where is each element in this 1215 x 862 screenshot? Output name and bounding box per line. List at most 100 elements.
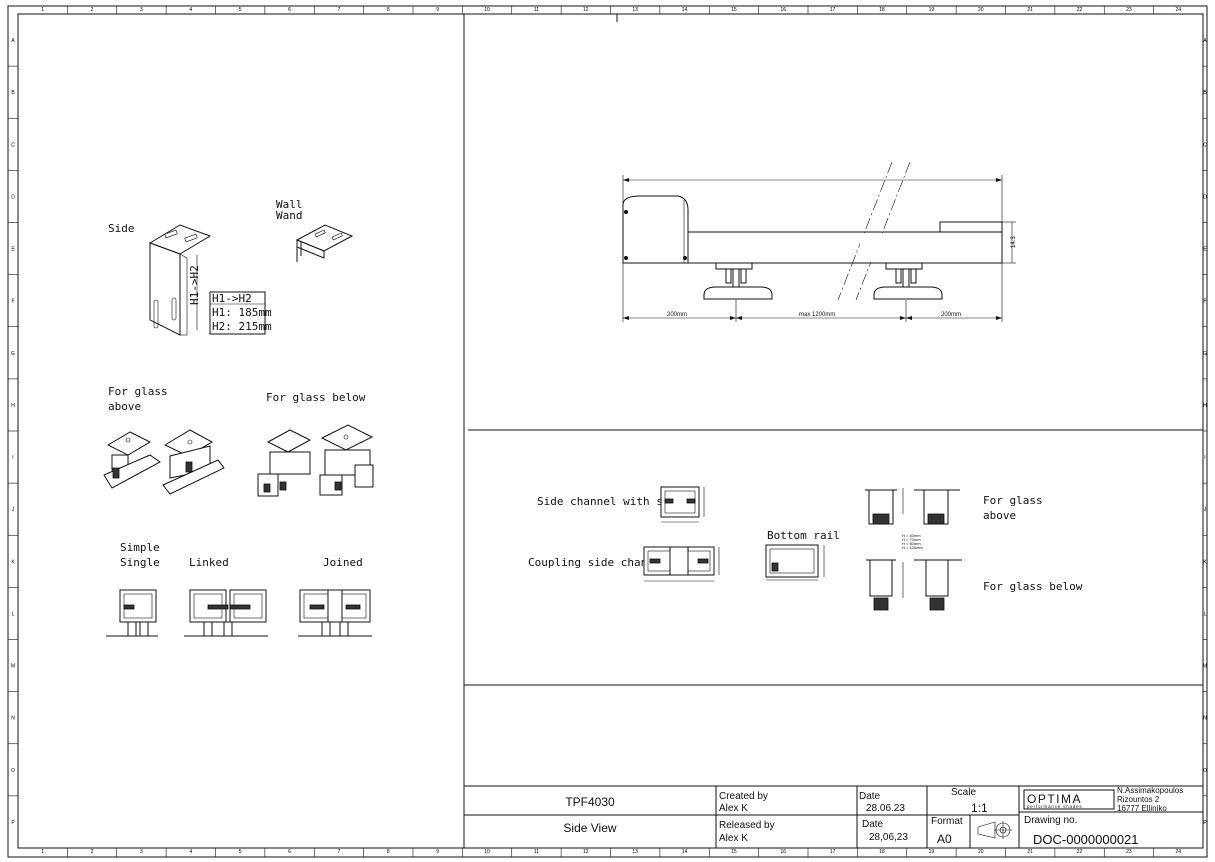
row-mark-K-right: K: [1203, 559, 1207, 565]
row-mark-J-right: J: [1204, 507, 1207, 513]
column-mark-1-bottom: 1: [41, 849, 44, 855]
glass-above-sections: [865, 488, 960, 525]
side-channel-label: Side channel with slot: [537, 495, 683, 508]
row-mark-F-left: F: [11, 299, 14, 305]
profile-linked: [184, 589, 268, 637]
outer-border: [7, 5, 1208, 858]
svg-text:H = 40mm: H = 40mm: [902, 533, 921, 538]
glass-above-label-2: above: [108, 400, 141, 413]
right-glass-above-label-2: above: [983, 509, 1016, 522]
column-mark-9-top: 9: [436, 7, 439, 13]
column-mark-20-top: 20: [978, 7, 984, 13]
row-mark-H-right: H: [1203, 403, 1207, 409]
column-mark-7-top: 7: [338, 7, 341, 13]
left-panel: Side Wall Wand H1->H2 H1->H2 H1: 185mm H…: [103, 198, 374, 637]
scale-label: Scale: [951, 787, 976, 798]
simple-label-2: Single: [120, 556, 160, 569]
simple-label-1: Simple: [120, 541, 160, 554]
coupling-section: [643, 546, 720, 582]
column-mark-11-bottom: 11: [534, 849, 539, 855]
column-mark-8-top: 8: [387, 7, 390, 13]
row-mark-E-right: E: [1203, 247, 1207, 253]
column-mark-21-top: 21: [1027, 7, 1033, 13]
side-label: Side: [108, 222, 135, 235]
profile-simple: [106, 589, 158, 637]
column-mark-2-bottom: 2: [91, 849, 94, 855]
date-released: 28,06,23: [869, 832, 908, 843]
column-mark-6-top: 6: [288, 7, 291, 13]
column-mark-21-bottom: 21: [1027, 849, 1033, 855]
column-mark-17-top: 17: [830, 7, 836, 13]
column-mark-4-bottom: 4: [189, 849, 192, 855]
bottom-rail-section: [765, 544, 825, 581]
small-dim-list: H = 40mm H = 70mm H = 80mm H = 100mm: [902, 533, 923, 550]
column-mark-6-bottom: 6: [288, 849, 291, 855]
dim-right: 200mm: [941, 312, 961, 318]
row-mark-O-right: O: [1203, 768, 1207, 774]
row-mark-I-right: I: [1204, 455, 1205, 461]
row-mark-K-left: K: [11, 559, 15, 565]
svg-text:OPTIMA: OPTIMA: [1027, 792, 1082, 806]
side-channel-section: [660, 486, 705, 523]
row-mark-D-right: D: [1203, 194, 1207, 200]
row-mark-C-right: C: [1203, 142, 1207, 148]
profile-joined: [298, 589, 372, 637]
drawing-no-value: DOC-0000000021: [1033, 832, 1139, 847]
row-mark-B-right: B: [1203, 90, 1207, 96]
column-mark-7-bottom: 7: [338, 849, 341, 855]
row-mark-N-right: N: [1203, 716, 1207, 722]
row-mark-J-left: J: [12, 507, 15, 513]
row-mark-G-right: G: [1203, 351, 1207, 357]
right-glass-below-label: For glass below: [983, 580, 1083, 593]
clamp-above-1: [103, 431, 161, 489]
column-mark-10-bottom: 10: [484, 849, 490, 855]
inner-border: [17, 13, 1204, 849]
view-name: Side View: [563, 821, 616, 835]
column-mark-20-bottom: 20: [978, 849, 984, 855]
linked-label: Linked: [189, 556, 229, 569]
svg-text:H = 80mm: H = 80mm: [902, 541, 921, 546]
column-mark-14-bottom: 14: [682, 849, 688, 855]
column-mark-15-bottom: 15: [731, 849, 737, 855]
row-mark-O-left: O: [11, 768, 15, 774]
row-mark-H-left: H: [11, 403, 15, 409]
svg-text:H1->H2: H1->H2: [212, 292, 252, 305]
date-label-created: Date: [859, 791, 881, 802]
column-mark-19-bottom: 19: [929, 849, 935, 855]
released-by-value: Alex K: [719, 833, 748, 844]
row-mark-P-right: P: [1203, 820, 1207, 826]
column-mark-9-bottom: 9: [436, 849, 439, 855]
column-mark-17-bottom: 17: [830, 849, 836, 855]
column-mark-18-top: 18: [879, 7, 885, 13]
column-mark-24-bottom: 24: [1176, 849, 1182, 855]
column-mark-15-top: 15: [731, 7, 737, 13]
column-mark-22-bottom: 22: [1077, 849, 1083, 855]
dim-height: 14.3: [1011, 236, 1017, 248]
glass-above-label-1: For glass: [108, 385, 168, 398]
profiles-panel: Side channel with slot Coupling side cha…: [528, 486, 1083, 611]
date-created: 28.06.23: [866, 803, 905, 814]
column-mark-1-top: 1: [41, 7, 44, 13]
projection-symbol-icon: [977, 821, 1012, 839]
column-mark-3-bottom: 3: [140, 849, 143, 855]
column-mark-19-top: 19: [929, 7, 935, 13]
glass-below-label: For glass below: [266, 391, 366, 404]
row-mark-C-left: C: [11, 142, 15, 148]
joined-label: Joined: [323, 556, 363, 569]
address-line-3: 16777 Elliniko: [1117, 804, 1167, 813]
dim-left: 200mm: [667, 312, 687, 318]
column-marks: 1122334455667788991010111112121313141415…: [41, 6, 1181, 857]
svg-text:performance shades: performance shades: [1027, 804, 1082, 809]
column-mark-12-top: 12: [583, 7, 589, 13]
address-line-2: Rizountos 2: [1117, 795, 1160, 804]
column-mark-5-bottom: 5: [239, 849, 242, 855]
column-mark-2-top: 2: [91, 7, 94, 13]
format-label: Format: [931, 816, 963, 827]
row-mark-L-left: L: [12, 611, 15, 617]
row-mark-A-left: A: [11, 38, 15, 44]
optima-logo: OPTIMA performance shades: [1023, 789, 1115, 810]
scale-value: 1:1: [971, 801, 988, 815]
column-mark-23-bottom: 23: [1126, 849, 1132, 855]
coupling-label: Coupling side channel: [528, 556, 667, 569]
